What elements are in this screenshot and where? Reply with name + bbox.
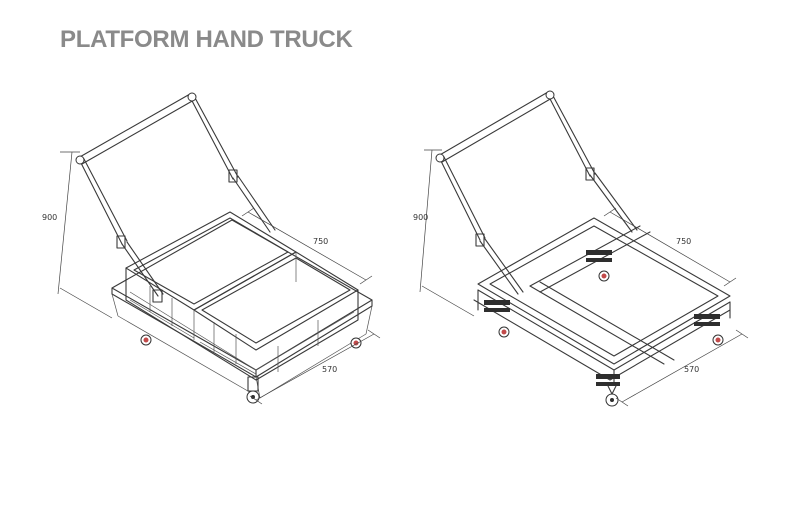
right-wheels <box>484 250 724 407</box>
left-depth-label: 750 <box>313 237 328 246</box>
left-width-label: 570 <box>322 365 337 374</box>
left-dimensions <box>57 151 381 405</box>
left-handle-frame <box>75 92 276 303</box>
right-width-label: 570 <box>684 365 699 374</box>
right-dimensions <box>419 149 749 407</box>
right-platform-frame <box>473 217 731 385</box>
left-height-label: 900 <box>42 213 57 222</box>
left-crates <box>125 211 359 381</box>
left-wheels <box>140 334 362 404</box>
left-hand-truck-with-crates: 900 750 570 <box>42 92 381 405</box>
page-title: PLATFORM HAND TRUCK <box>60 26 353 53</box>
right-height-label: 900 <box>413 213 428 222</box>
right-depth-label: 750 <box>676 237 691 246</box>
right-handle-frame <box>435 90 638 295</box>
right-hand-truck-frame: 900 750 570 <box>413 90 749 407</box>
